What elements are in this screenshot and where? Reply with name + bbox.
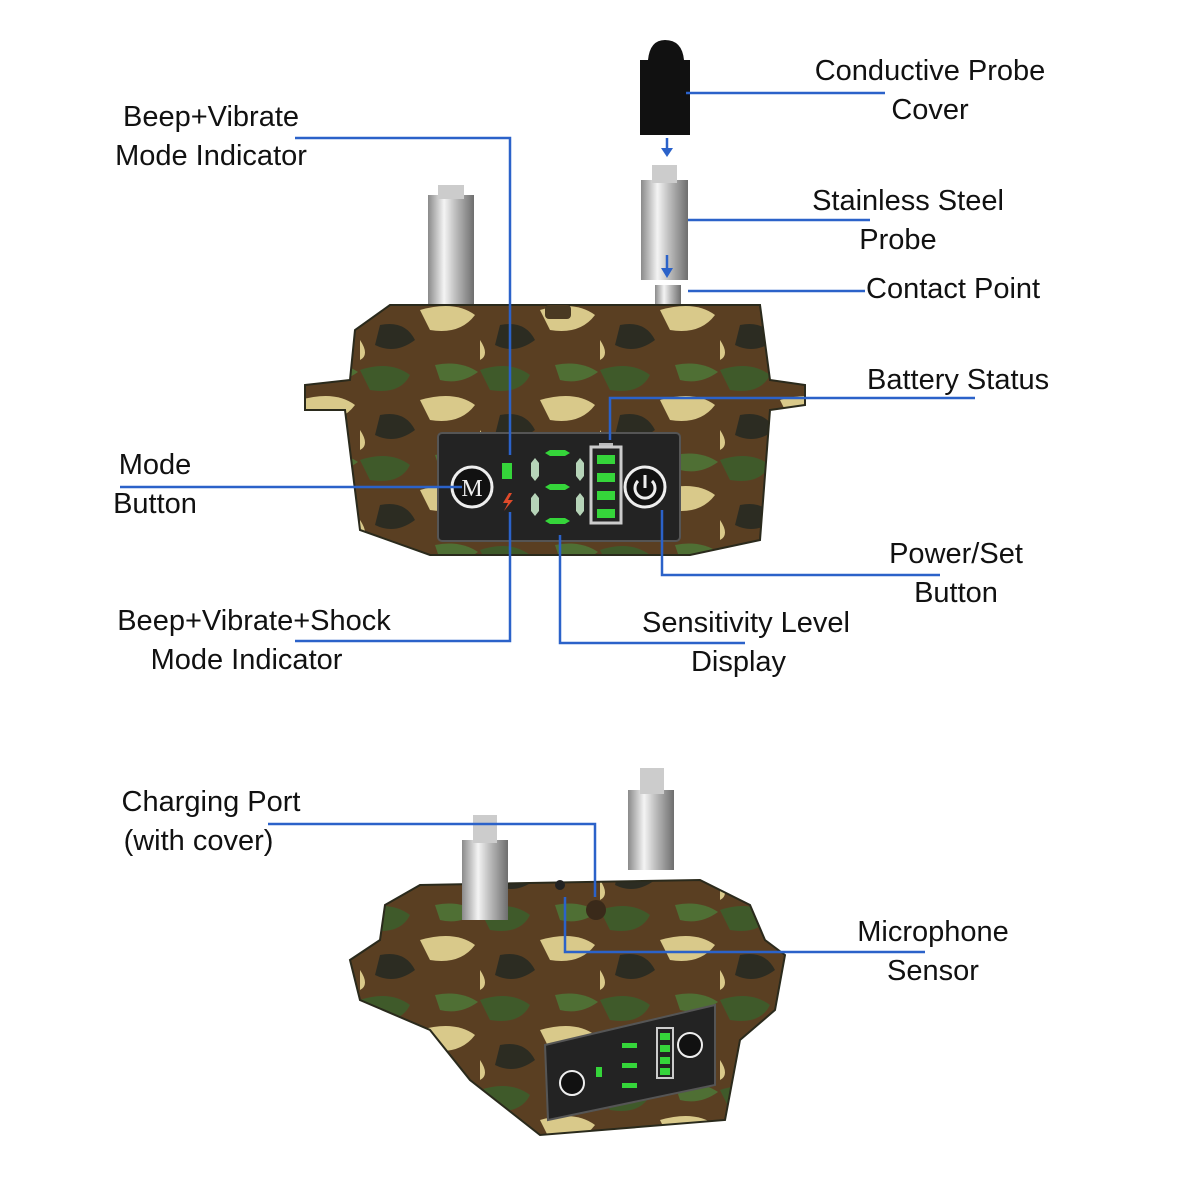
label-line: Charging Port xyxy=(121,786,301,818)
label-power-set: Power/Set Button xyxy=(876,535,1036,613)
label-line: (with cover) xyxy=(123,825,274,857)
stainless-steel-probe xyxy=(641,180,688,280)
battery-indicator xyxy=(589,443,623,525)
label-line: Mode xyxy=(118,449,192,481)
label-beep-vibrate-shock: Beep+Vibrate+Shock Mode Indicator xyxy=(98,602,410,680)
left-probe xyxy=(428,195,474,305)
label-line: Sensitivity Level xyxy=(642,607,850,639)
label-probe-cover: Conductive Probe Cover xyxy=(800,52,1060,130)
label-line: Conductive Probe xyxy=(814,55,1046,87)
label-line: Probe xyxy=(859,224,937,256)
collar-front-view: M xyxy=(304,185,806,556)
label-line: Mode Indicator xyxy=(150,644,343,676)
label-line: Sensor xyxy=(887,955,979,987)
seven-segment-display xyxy=(531,450,584,524)
label-line: Power/Set xyxy=(889,538,1023,570)
label-microphone: Microphone Sensor xyxy=(845,913,1021,991)
label-line: Button xyxy=(113,488,197,520)
label-line: Beep+Vibrate xyxy=(122,101,300,133)
label-line: Cover xyxy=(891,94,969,126)
probe-cover xyxy=(640,40,690,135)
label-line: Mode Indicator xyxy=(115,140,307,172)
mode-button[interactable]: M xyxy=(450,465,494,509)
collar-rear-view xyxy=(348,768,787,1137)
leader-lines xyxy=(120,91,975,954)
label-line: Beep+Vibrate+Shock xyxy=(117,605,391,637)
label-line: Button xyxy=(914,577,998,609)
beep-vibrate-led xyxy=(502,463,512,479)
label-battery-status: Battery Status xyxy=(867,364,1050,396)
label-steel-probe: Stainless Steel Probe xyxy=(797,182,1019,260)
label-line: Display xyxy=(690,646,787,678)
label-mode-button: Mode Button xyxy=(100,446,210,524)
svg-text:M: M xyxy=(461,476,482,502)
label-charging-port: Charging Port (with cover) xyxy=(106,783,316,861)
power-set-button[interactable] xyxy=(623,465,667,509)
label-line: Stainless Steel xyxy=(812,185,1004,217)
arrow-down-icon xyxy=(661,148,673,278)
charging-port-cover xyxy=(586,900,606,920)
label-contact-point: Contact Point xyxy=(866,273,1041,305)
shock-icon xyxy=(503,493,513,511)
microphone-hole xyxy=(555,880,565,890)
label-line: Microphone xyxy=(857,916,1009,948)
label-beep-vibrate: Beep+Vibrate Mode Indicator xyxy=(100,98,322,176)
label-sensitivity: Sensitivity Level Display xyxy=(626,604,866,682)
